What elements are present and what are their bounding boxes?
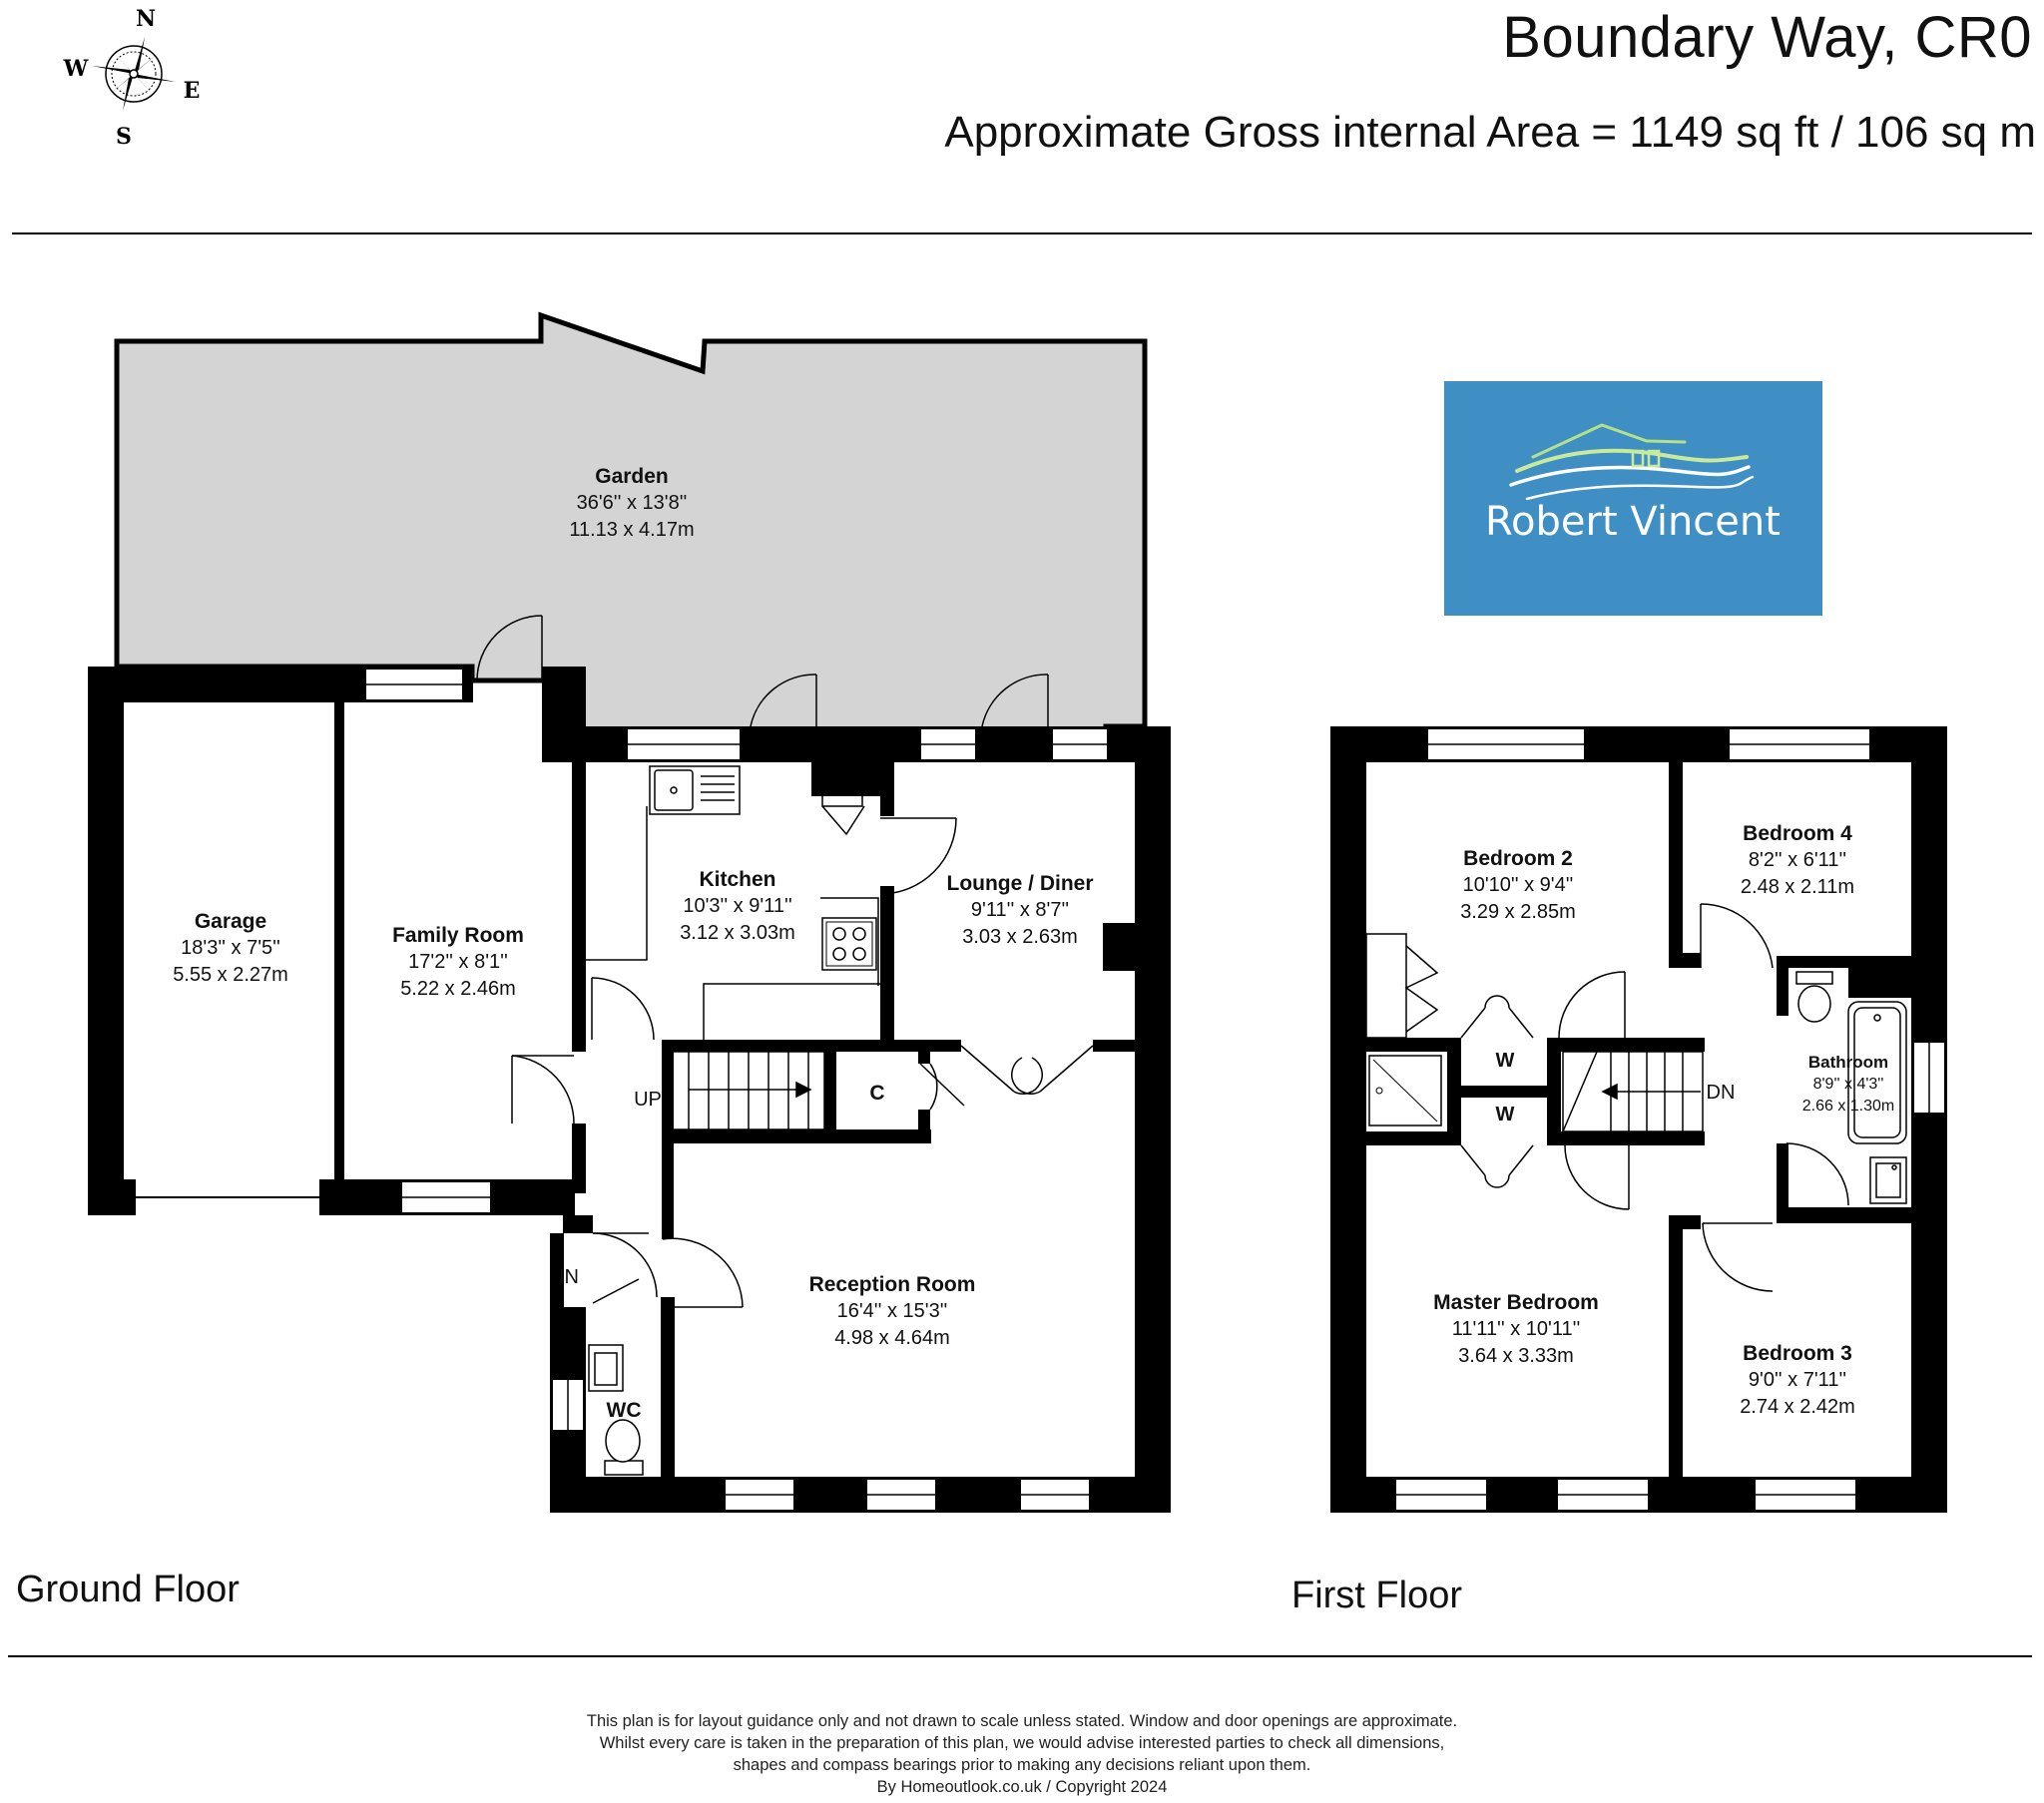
disclaimer: This plan is for layout guidance only an… bbox=[0, 1710, 2044, 1798]
compass-s: S bbox=[116, 124, 132, 150]
room-name: Bathroom bbox=[1808, 1053, 1888, 1072]
room-name: Bedroom 2 bbox=[1463, 847, 1573, 870]
room-metric: 2.66 x 1.30m bbox=[1802, 1098, 1895, 1115]
ground-floor-walls bbox=[88, 667, 1171, 1513]
first-floor-plan bbox=[1330, 726, 1947, 1513]
window-glazing-lines bbox=[365, 683, 1108, 1496]
brand-name: Robert Vincent bbox=[1485, 499, 1781, 545]
first-floor-label: First Floor bbox=[1291, 1575, 1462, 1616]
room-name: Bedroom 4 bbox=[1743, 822, 1852, 845]
disclaimer-line: Whilst every care is taken in the prepar… bbox=[599, 1734, 1445, 1752]
ground-floor-plan bbox=[88, 311, 1171, 1513]
room-metric: 3.03 x 2.63m bbox=[962, 926, 1078, 948]
room-name: Kitchen bbox=[699, 868, 775, 891]
disclaimer-line: shapes and compass bearings prior to mak… bbox=[733, 1756, 1311, 1774]
room-metric: 4.98 x 4.64m bbox=[834, 1327, 950, 1349]
first-floor-doors bbox=[1365, 903, 1849, 1292]
room-metric: 3.29 x 2.85m bbox=[1460, 901, 1576, 923]
compass-e: E bbox=[184, 78, 201, 104]
kitchen-fittings bbox=[586, 763, 880, 1042]
room-imperial: 11'11'' x 10'11'' bbox=[1452, 1318, 1581, 1340]
first-room-labels: Bedroom 2 10'10'' x 9'4'' 3.29 x 2.85m B… bbox=[1433, 822, 1894, 1418]
stairs-up-label: UP bbox=[634, 1089, 662, 1111]
room-metric: 5.55 x 2.27m bbox=[173, 964, 288, 986]
first-stairs bbox=[1562, 1051, 1704, 1132]
bathroom-fittings bbox=[1795, 971, 1907, 1204]
compass-n: N bbox=[136, 6, 156, 32]
room-imperial: 10'10'' x 9'4'' bbox=[1463, 874, 1574, 896]
room-metric: 5.22 x 2.46m bbox=[400, 978, 516, 1000]
ground-floor-label: Ground Floor bbox=[16, 1569, 240, 1610]
disclaimer-line: This plan is for layout guidance only an… bbox=[586, 1712, 1458, 1730]
chimney-breast bbox=[1103, 923, 1135, 971]
room-metric: 3.64 x 3.33m bbox=[1458, 1345, 1574, 1367]
room-imperial: 8'9'' x 4'3'' bbox=[1813, 1076, 1884, 1093]
wardrobe-label: W bbox=[1496, 1104, 1515, 1126]
compass-w: W bbox=[63, 56, 89, 82]
room-name: Garage bbox=[195, 910, 266, 933]
ground-floor-doors bbox=[476, 615, 1094, 1308]
hob-icon bbox=[821, 917, 877, 971]
room-name: Bedroom 3 bbox=[1743, 1342, 1852, 1365]
gross-area: Approximate Gross internal Area = 1149 s… bbox=[944, 108, 2036, 157]
property-title: Boundary Way, CR0 bbox=[1502, 5, 2032, 70]
compass-rose-icon: N S E W bbox=[63, 6, 201, 150]
room-name: Lounge / Diner bbox=[947, 872, 1094, 895]
room-metric: 2.74 x 2.42m bbox=[1740, 1396, 1855, 1418]
room-name: Master Bedroom bbox=[1433, 1291, 1599, 1314]
room-imperial: 9'11'' x 8'7'' bbox=[971, 899, 1069, 921]
room-imperial: 18'3'' x 7'5'' bbox=[181, 937, 280, 959]
room-metric: 2.48 x 2.11m bbox=[1741, 876, 1854, 898]
room-imperial: 17'2'' x 8'1'' bbox=[408, 951, 508, 973]
first-floor-glazing bbox=[1395, 743, 1930, 1496]
cupboard-label: C bbox=[869, 1082, 884, 1105]
entrance-label: IN bbox=[559, 1266, 579, 1288]
shower-icon bbox=[1368, 1055, 1442, 1127]
disclaimer-line: By Homeoutlook.co.uk / Copyright 2024 bbox=[876, 1778, 1168, 1796]
room-imperial: 9'0'' x 7'11'' bbox=[1749, 1369, 1846, 1391]
room-metric: 3.12 x 3.03m bbox=[680, 922, 795, 944]
wardrobe-label: W bbox=[1496, 1050, 1515, 1072]
wc-label: WC bbox=[607, 1399, 642, 1422]
ground-stairs bbox=[666, 1051, 825, 1130]
room-imperial: 10'3'' x 9'11'' bbox=[683, 895, 791, 917]
room-imperial: 16'4'' x 15'3'' bbox=[837, 1300, 948, 1322]
room-imperial: 36'6'' x 13'8'' bbox=[577, 492, 688, 514]
room-imperial: 8'2'' x 6'11'' bbox=[1749, 849, 1846, 871]
room-metric: 11.13 x 4.17m bbox=[569, 519, 694, 541]
room-name: Reception Room bbox=[809, 1273, 976, 1296]
room-name: Garden bbox=[595, 465, 669, 488]
stairs-down-label: DN bbox=[1707, 1082, 1736, 1104]
ground-room-labels: Garden 36'6'' x 13'8'' 11.13 x 4.17m Gar… bbox=[173, 465, 1093, 1422]
wc-fittings bbox=[588, 1344, 644, 1476]
room-name: Family Room bbox=[392, 924, 524, 947]
robert-vincent-logo: Robert Vincent bbox=[1444, 381, 1822, 616]
